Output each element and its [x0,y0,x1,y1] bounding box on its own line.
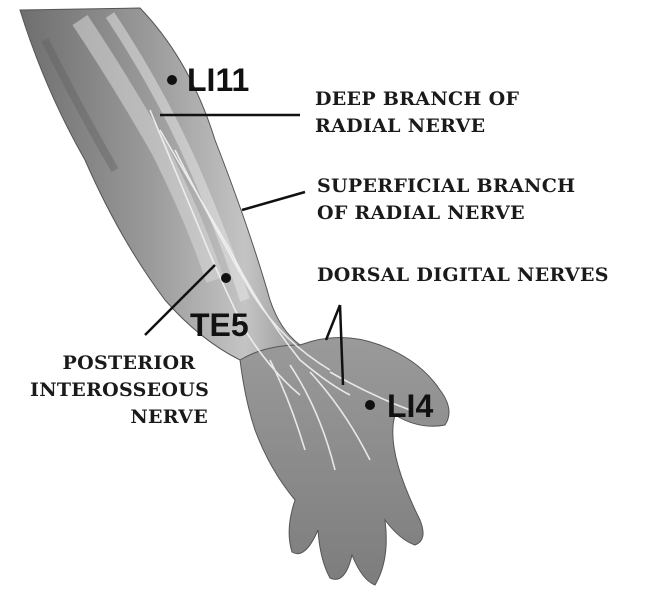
leader-dorsal-digital-1 [326,305,340,340]
label-deep-branch: DEEP BRANCH OF RADIAL NERVE [315,86,519,140]
label-deep-branch-line1: DEEP BRANCH OF [315,86,519,113]
label-li11: LI11 [187,62,249,99]
label-superficial-branch-line2: OF RADIAL NERVE [317,200,575,227]
label-dorsal-digital: DORSAL DIGITAL NERVES [317,262,609,289]
marker-li11 [167,75,177,85]
label-li4: LI4 [387,388,433,425]
label-superficial-branch: SUPERFICIAL BRANCH OF RADIAL NERVE [317,173,575,227]
label-deep-branch-line2: RADIAL NERVE [315,113,519,140]
label-te5: TE5 [190,307,249,344]
label-posterior-line2: INTEROSSEOUS [30,377,208,404]
marker-te5 [221,273,231,283]
marker-li4 [365,400,375,410]
label-posterior-line3: NERVE [30,404,208,431]
leader-superficial-branch [242,192,305,210]
label-superficial-branch-line1: SUPERFICIAL BRANCH [317,173,575,200]
label-posterior-interosseous: POSTERIOR INTEROSSEOUS NERVE [30,350,208,431]
hand-shape [240,338,449,586]
label-posterior-line1: POSTERIOR [30,350,208,377]
